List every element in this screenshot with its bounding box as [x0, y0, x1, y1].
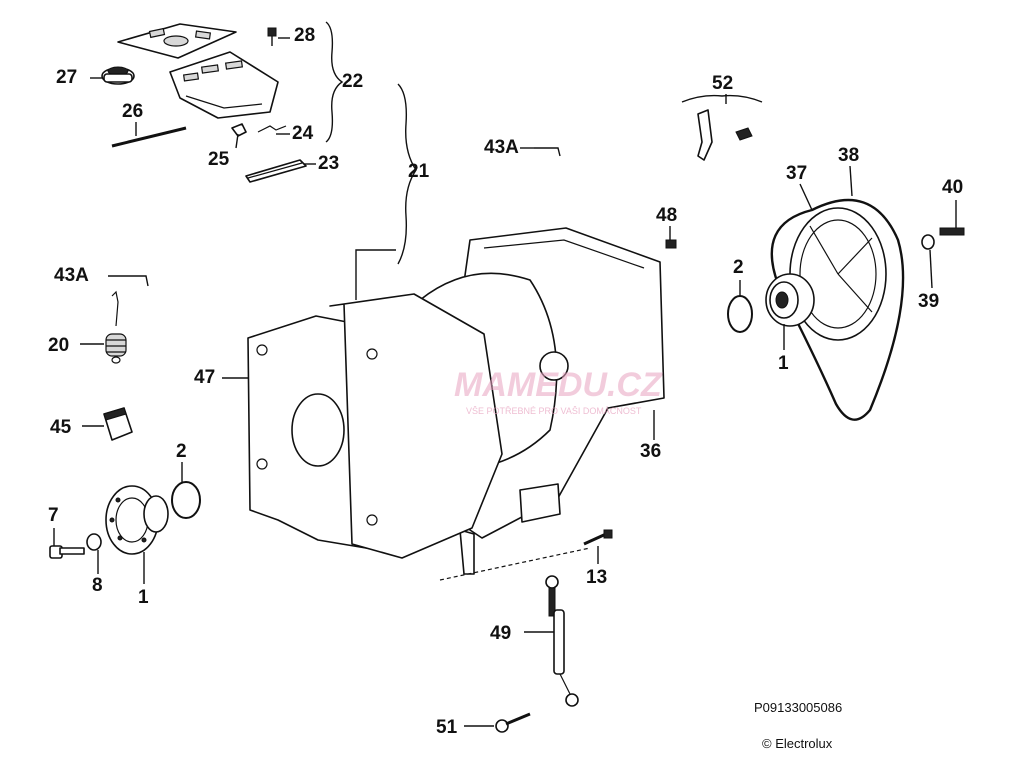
part-47-front-tub — [247, 293, 591, 581]
label-43a-top: 43A — [484, 137, 519, 158]
part-2-left-oring — [171, 481, 201, 519]
brace-21 — [397, 83, 417, 265]
label-24: 24 — [292, 123, 314, 144]
label-43a-left: 43A — [54, 265, 89, 286]
label-39: 39 — [918, 291, 940, 312]
label-25: 25 — [208, 149, 230, 170]
label-47: 47 — [194, 367, 216, 388]
label-28: 28 — [294, 25, 316, 46]
part-52-bracket — [697, 109, 753, 161]
label-2-left: 2 — [176, 441, 187, 462]
label-20: 20 — [48, 335, 70, 356]
copyright-notice: © Electrolux — [762, 736, 833, 751]
label-40: 40 — [942, 177, 964, 198]
label-2-right: 2 — [733, 257, 744, 278]
part-28-screw — [267, 27, 277, 46]
part-20-spring — [105, 290, 127, 364]
panel-top-cover — [117, 23, 237, 59]
label-45: 45 — [50, 417, 72, 438]
label-21: 21 — [408, 161, 430, 182]
part-24-clip — [257, 125, 287, 133]
part-45-pad — [103, 407, 133, 441]
label-23: 23 — [318, 153, 340, 174]
part-43a-left — [108, 275, 149, 287]
label-52: 52 — [712, 73, 734, 94]
part-1-right-hub — [765, 273, 815, 327]
leader-39 — [929, 249, 933, 289]
part-1-left-flange — [105, 485, 169, 555]
label-8: 8 — [92, 575, 103, 596]
leader-21 — [355, 249, 396, 300]
part-40-bolt — [939, 227, 965, 236]
label-22: 22 — [342, 71, 364, 92]
panel-grille — [169, 51, 279, 119]
label-51: 51 — [436, 717, 458, 738]
watermark-slogan: VŠE POTŘEBNÉ PRO VAŠI DOMÁCNOST — [466, 406, 642, 416]
watermark-brand: MAMEDU.CZ — [454, 366, 662, 404]
part-49-shock-absorber — [545, 575, 579, 707]
part-43a-top — [534, 147, 561, 157]
part-8-washer — [86, 533, 102, 551]
label-13: 13 — [586, 567, 608, 588]
part-7-bolt — [49, 545, 85, 559]
label-36: 36 — [640, 441, 662, 462]
label-48: 48 — [656, 205, 678, 226]
label-38: 38 — [838, 145, 860, 166]
label-27: 27 — [56, 67, 78, 88]
part-39-washer — [921, 234, 935, 250]
part-25-clip — [231, 123, 247, 137]
label-37: 37 — [786, 163, 808, 184]
part-27-knob — [101, 66, 135, 85]
label-26: 26 — [122, 101, 144, 122]
part-13-screw — [583, 529, 613, 546]
part-38-belt — [770, 198, 905, 421]
brace-22 — [325, 21, 344, 143]
leader-37 — [799, 183, 813, 211]
label-7: 7 — [48, 505, 59, 526]
part-26-rod — [111, 126, 187, 148]
leader-38 — [849, 165, 853, 197]
part-2-right-oring — [727, 295, 753, 333]
diagram-code: P09133005086 — [754, 700, 843, 715]
label-1-right: 1 — [778, 353, 789, 374]
part-23-strip — [245, 159, 307, 183]
leader-25 — [235, 133, 239, 149]
label-49: 49 — [490, 623, 512, 644]
part-51-pin — [495, 712, 531, 733]
label-1-left: 1 — [138, 587, 149, 608]
brace-52 — [681, 94, 763, 103]
part-48-screw — [665, 239, 677, 249]
